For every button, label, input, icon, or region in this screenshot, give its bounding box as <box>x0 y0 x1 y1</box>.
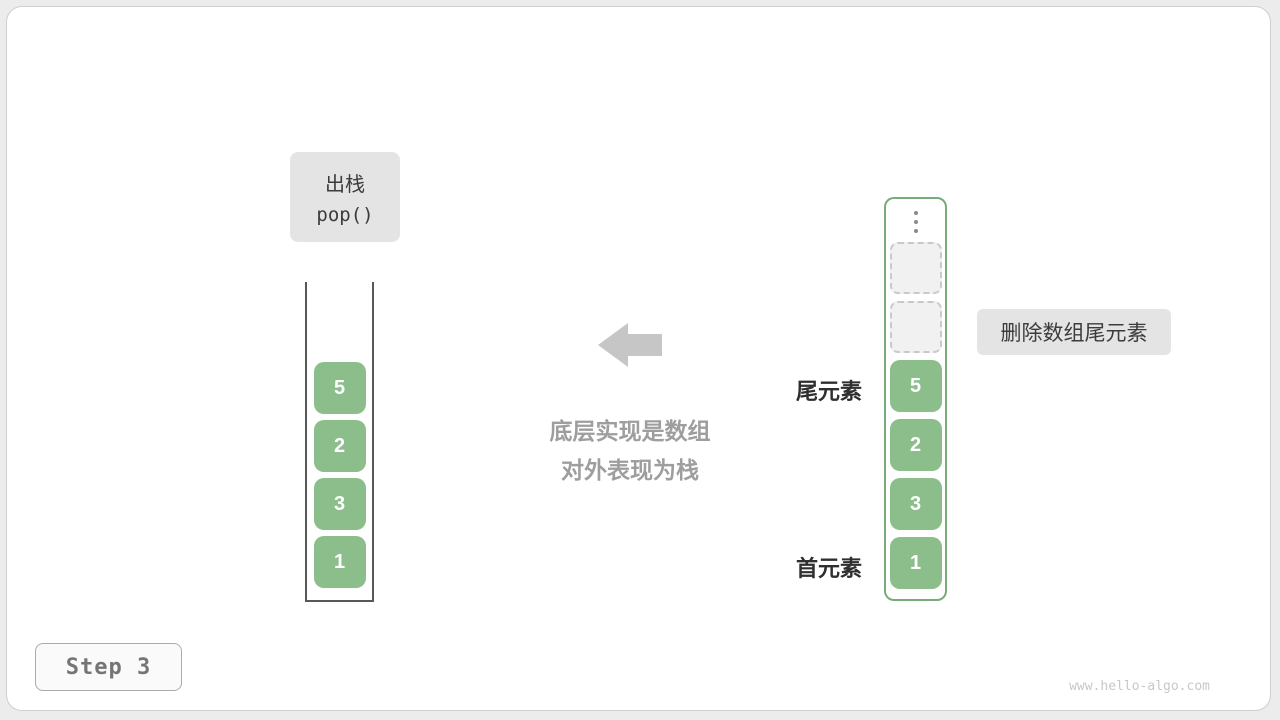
stack-cell: 2 <box>313 420 366 472</box>
caption-line-1: 底层实现是数组 <box>549 418 711 444</box>
watermark: www.hello-algo.com <box>1069 679 1210 694</box>
ellipsis-dot <box>913 211 918 215</box>
operation-label: 出栈 pop() <box>290 152 400 242</box>
step-badge: Step 3 <box>35 643 182 691</box>
stack-cell: 1 <box>313 536 366 588</box>
arrow-left-shaft <box>628 334 662 356</box>
stack-container: 5 2 3 1 <box>305 282 374 602</box>
array-cell: 2 <box>889 419 942 471</box>
caption-text: 底层实现是数组 对外表现为栈 <box>500 412 760 490</box>
arrow-left-head <box>598 323 628 367</box>
page-frame <box>6 6 1271 711</box>
operation-title: 出栈 <box>325 174 365 196</box>
ellipsis-icon <box>913 209 918 235</box>
array-container: 5 2 3 1 <box>884 197 947 601</box>
tail-element-label: 尾元素 <box>795 379 862 404</box>
stack-cell: 3 <box>313 478 366 530</box>
empty-slot <box>889 242 942 294</box>
caption-line-2: 对外表现为栈 <box>561 457 699 483</box>
array-cell: 3 <box>889 478 942 530</box>
empty-slot <box>889 301 942 353</box>
array-cell: 1 <box>889 537 942 589</box>
array-cell: 5 <box>889 360 942 412</box>
arrow-left-icon <box>598 323 662 367</box>
operation-code: pop() <box>316 204 374 226</box>
ellipsis-dot <box>913 220 918 224</box>
ellipsis-dot <box>913 229 918 233</box>
head-element-label: 首元素 <box>795 556 862 581</box>
stack-cell: 5 <box>313 362 366 414</box>
annotation-box: 删除数组尾元素 <box>977 309 1171 355</box>
